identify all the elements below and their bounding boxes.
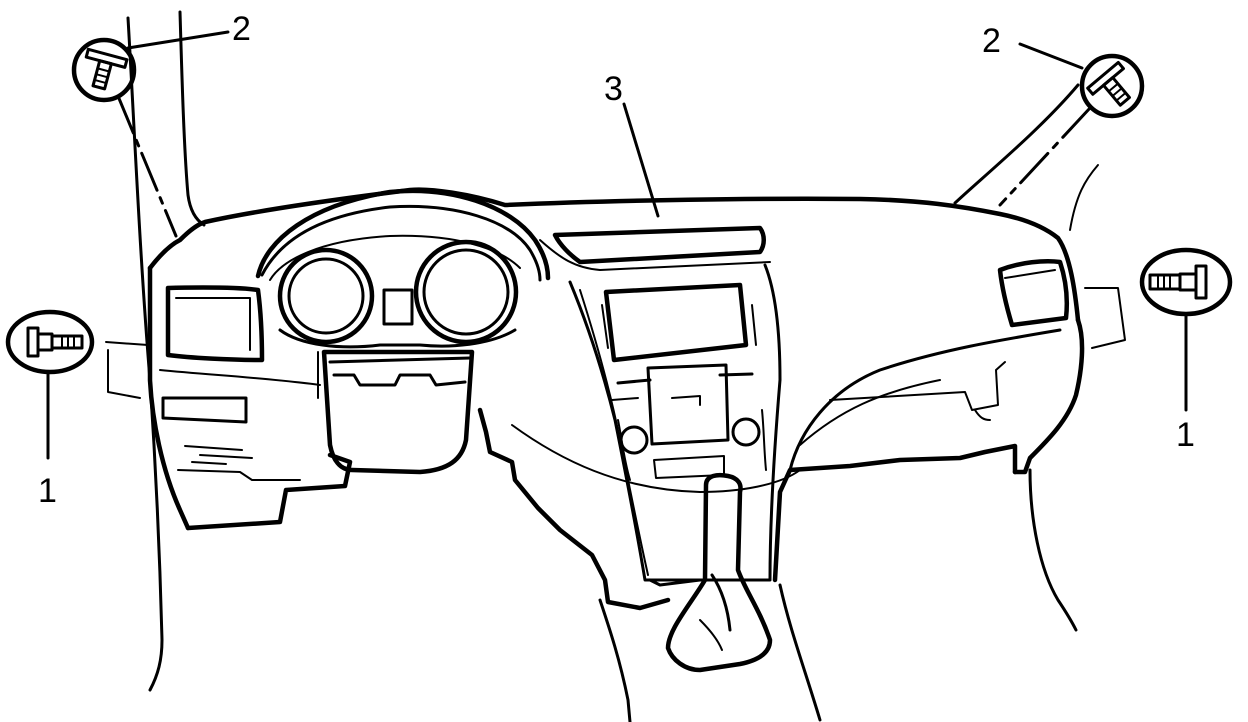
bolt-right-lower xyxy=(1139,247,1233,412)
callout-label-bolt-right-upper: 2 xyxy=(982,22,1001,60)
callout-label-bolt-left-lower: 1 xyxy=(38,472,57,510)
glove-box xyxy=(788,328,1062,472)
steering-column-opening xyxy=(317,349,475,475)
leader-line-instrument-panel xyxy=(622,102,660,218)
lower-cabin-lines xyxy=(199,454,822,722)
right-a-pillar xyxy=(953,83,1126,632)
instrument-cluster xyxy=(255,188,551,349)
callout-label-instrument-panel: 3 xyxy=(604,70,623,108)
shift-lever xyxy=(648,472,773,673)
bolt-left-upper xyxy=(71,30,230,238)
bolt-right-upper xyxy=(998,42,1145,207)
bolt-left-lower xyxy=(5,309,95,460)
center-console xyxy=(511,225,801,582)
callout-label-bolt-left-upper: 2 xyxy=(232,10,251,48)
left-switch-panel xyxy=(161,396,301,481)
right-air-vent xyxy=(997,259,1069,328)
dashboard-outline xyxy=(147,187,1085,611)
left-a-pillar xyxy=(105,10,206,692)
left-air-vent xyxy=(159,285,321,386)
callout-label-bolt-right-lower: 1 xyxy=(1176,416,1195,454)
